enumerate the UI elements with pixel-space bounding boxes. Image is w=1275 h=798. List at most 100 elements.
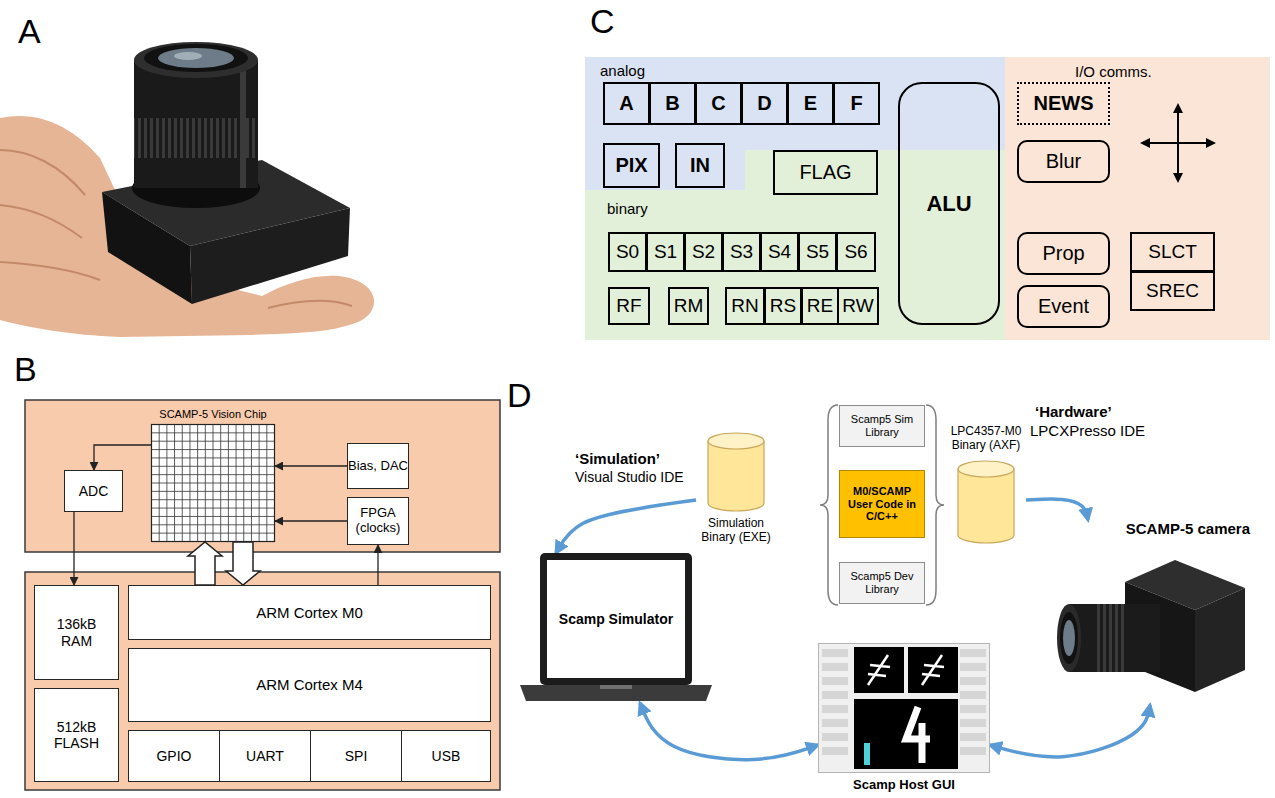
camera-photo (0, 262, 100, 280)
panel-letter: D (507, 376, 532, 415)
region-label: I/O comms. (1075, 63, 1152, 80)
region-label: binary (607, 200, 648, 217)
register-box: SREC (1130, 271, 1215, 311)
box-label: ALU (926, 191, 971, 216)
gui-screenshot (822, 649, 848, 657)
pixel-array (152, 533, 275, 534)
box-label: RE (807, 295, 833, 317)
pixel-array (152, 516, 275, 517)
bus-arrow (188, 542, 222, 585)
register-box: Blur (1017, 140, 1110, 183)
box-label: SCAMP-5 camera (1126, 520, 1250, 537)
register-box: IN (675, 143, 725, 188)
box-label: F (850, 92, 862, 115)
box-label: RW (842, 295, 873, 317)
tool-name: Visual Studio IDE (575, 469, 684, 485)
register-box: S1 (646, 232, 685, 272)
register-box: C (695, 82, 742, 125)
gui-screenshot (819, 644, 990, 773)
tool-name: LPCXPresso IDE (1030, 422, 1145, 439)
box-label: FLAG (799, 161, 851, 184)
tool-name: Visual Studio IDE (575, 469, 684, 485)
box-label: LPC4357-M0 Binary (AXF) (946, 425, 1026, 453)
direction-cross (1148, 111, 1208, 175)
box-label: M0/SCAMP User Code in C/C++ (840, 485, 924, 523)
gui-screenshot (822, 691, 848, 699)
panel-letter: B (14, 350, 37, 388)
register-box: SLCT (1130, 232, 1215, 272)
register-box: S4 (760, 232, 799, 272)
block-box: GPIO (128, 730, 220, 782)
pixel-array (152, 499, 275, 500)
camera-photo (158, 48, 234, 68)
tool-heading: ‘Hardware’ (1035, 403, 1112, 420)
register-box: RW (837, 287, 878, 325)
box-label: Prop (1042, 242, 1084, 265)
direction-cross (1173, 173, 1183, 183)
tool-heading: ‘Hardware’ (1035, 403, 1112, 420)
box-label: B (665, 92, 679, 115)
camera-photo (1095, 604, 1125, 672)
box-label: Blur (1046, 150, 1082, 173)
flow-arrow (640, 703, 818, 760)
gui-screenshot (818, 643, 990, 793)
gui-screenshot (960, 719, 986, 727)
box-label: NEWS (1034, 92, 1094, 115)
region-label: analog (600, 62, 645, 79)
flow-arrow (990, 705, 1150, 757)
box-label: ARM Cortex M0 (256, 604, 363, 621)
gui-screenshot (960, 747, 986, 755)
box-label: S1 (654, 241, 677, 263)
pixel-array (152, 449, 275, 450)
region-band: I/O comms. NEWS BlurPropEvent SLCT SREC (1005, 57, 1270, 340)
box-label: Event (1038, 295, 1089, 318)
box-label: 136kB RAM (46, 616, 108, 648)
camera-photo (0, 150, 85, 195)
tool-name: LPCXPresso IDE (1030, 422, 1145, 439)
gui-screenshot (822, 705, 848, 713)
gui-screenshot (822, 733, 848, 741)
box-label: C (711, 92, 725, 115)
box-label: RN (731, 295, 758, 317)
panel-letter: A (18, 12, 41, 50)
box-label: ARM Cortex M4 (256, 676, 363, 693)
register-box: RN (725, 287, 765, 325)
box-label: S6 (844, 241, 867, 263)
camera-photo (102, 192, 192, 304)
pixel-array (152, 425, 275, 542)
curly-brace (926, 405, 944, 605)
signal-arrow (73, 512, 74, 585)
block-box: ARM Cortex M4 (128, 648, 491, 722)
box-label: ADC (79, 483, 109, 499)
box-label: 512kB FLASH (46, 719, 108, 751)
gui-screenshot (906, 707, 930, 763)
pixel-array (152, 457, 275, 458)
camera-photo (0, 42, 374, 337)
direction-cross (1206, 138, 1216, 148)
laptop-icon (520, 553, 712, 703)
block-box: ADC (64, 470, 123, 512)
gui-screenshot (854, 699, 958, 769)
file-cylinder (708, 433, 764, 449)
panel-letter: B (14, 350, 37, 389)
pixel-array: SCAMP-5 Vision Chip (151, 408, 275, 542)
register-box: RM (668, 287, 709, 325)
box-label: SLCT (1148, 241, 1197, 263)
camera-photo (190, 208, 350, 304)
gui-screenshot (960, 663, 986, 671)
code-box: M0/SCAMP User Code in C/C++ (839, 470, 925, 538)
signal-arrow (377, 545, 378, 585)
register-box: FLAG (773, 150, 878, 195)
box-label: GPIO (156, 748, 191, 764)
panel-letter: D (507, 376, 532, 414)
camera-photo (268, 301, 352, 308)
board-panel (25, 572, 500, 790)
pixel-array (152, 433, 275, 533)
direction-cross (1140, 138, 1150, 148)
box-label: Scamp Host GUI (853, 778, 955, 793)
box-label: IN (690, 154, 710, 177)
gui-screenshot (960, 649, 986, 755)
box-label: S5 (806, 241, 829, 263)
gui-screenshot (822, 747, 848, 755)
block-box: USB (401, 730, 491, 782)
